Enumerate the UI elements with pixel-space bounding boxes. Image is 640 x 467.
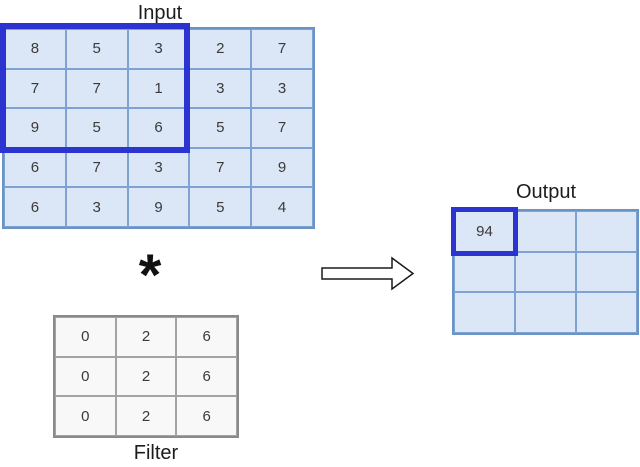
input-cell: 3: [189, 68, 252, 109]
input-cell: 5: [65, 108, 128, 148]
output-cell: [576, 292, 637, 333]
input-cell: 2: [189, 29, 252, 69]
output-cell: [454, 292, 515, 333]
output-cell: [515, 211, 576, 252]
input-cell: 4: [251, 187, 313, 227]
right-arrow-shape: [321, 256, 415, 291]
filter-cell: 2: [115, 317, 177, 357]
filter-cell: 6: [176, 317, 237, 357]
input-cell: 3: [65, 187, 128, 227]
output-cell: [454, 251, 515, 293]
input-cell: 6: [4, 187, 66, 227]
input-cell: 7: [251, 29, 313, 69]
input-cell: 7: [65, 147, 128, 188]
filter-cell: 0: [55, 317, 116, 357]
filter-cell: 0: [55, 396, 116, 436]
input-cell: 5: [189, 108, 252, 148]
output-result-highlight: [451, 207, 518, 256]
filter-cell: 0: [55, 356, 116, 397]
output-cell: [576, 211, 637, 252]
input-cell: 5: [189, 187, 252, 227]
filter-cell: 2: [115, 396, 177, 436]
filter-cell: 6: [176, 356, 237, 397]
input-cell: 9: [127, 187, 190, 227]
filter-label: Filter: [133, 442, 179, 464]
input-cell: 3: [127, 147, 190, 188]
convolution-operator-symbol: *: [138, 242, 162, 308]
input-cell: 5: [65, 29, 128, 69]
input-cell: 7: [65, 68, 128, 109]
input-cell: 7: [251, 108, 313, 148]
filter-cell: 2: [115, 356, 177, 397]
input-cell: 7: [189, 147, 252, 188]
input-cell: 6: [4, 147, 66, 188]
output-cell: [515, 251, 576, 293]
right-arrow-icon: [321, 256, 415, 291]
input-cell: 3: [251, 68, 313, 109]
input-cell: 1: [127, 68, 190, 109]
filter-cell: 6: [176, 396, 237, 436]
input-cell: 3: [127, 29, 190, 69]
output-cell: [515, 292, 576, 333]
output-label: Output: [515, 181, 577, 203]
output-cell: [576, 251, 637, 293]
input-label: Input: [137, 2, 183, 24]
input-window-highlight: [0, 23, 190, 153]
input-cell: 9: [251, 147, 313, 188]
